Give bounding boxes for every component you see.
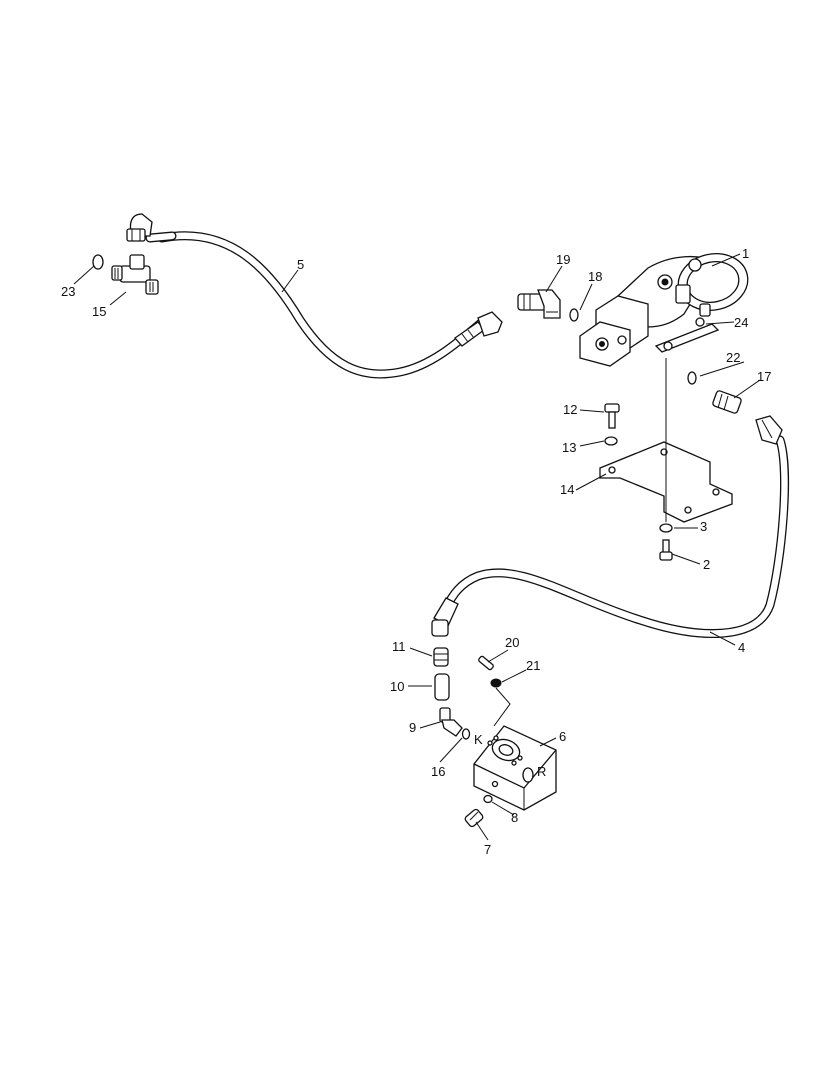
washer-3: [659, 523, 673, 533]
hose-4: [431, 415, 790, 638]
bolt-12: [604, 403, 620, 429]
screw-20: [478, 655, 494, 671]
callout-18: 18: [588, 269, 602, 284]
bolt-2: [659, 539, 673, 561]
callout-8: 8: [511, 810, 518, 825]
pump-motor-assembly-1: [579, 253, 749, 367]
callout-2: 2: [703, 557, 710, 572]
elbow-fitting-19: [517, 289, 561, 319]
callout-15: 15: [92, 304, 106, 319]
callout-10: 10: [390, 679, 404, 694]
o-ring-16: [461, 728, 471, 740]
o-ring-18: [569, 308, 579, 322]
callout-7: 7: [484, 842, 491, 857]
tee-fitting-15: [111, 254, 159, 295]
bracket-24: [695, 317, 705, 327]
fitting-7: [464, 808, 484, 828]
callout-1: 1: [742, 246, 749, 261]
callout-3: 3: [700, 519, 707, 534]
callout-4: 4: [738, 640, 745, 655]
o-ring-8: [483, 794, 493, 804]
callout-17: 17: [757, 369, 771, 384]
valve-block-6: [473, 725, 557, 811]
callout-22: 22: [726, 350, 740, 365]
callout-21: 21: [526, 658, 540, 673]
callout-11: 11: [392, 639, 406, 654]
callout-12: 12: [563, 402, 577, 417]
callout-24: 24: [734, 315, 748, 330]
o-ring-22: [687, 371, 697, 385]
screw-path-line: [493, 687, 511, 727]
callout-16: 16: [431, 764, 445, 779]
leader-lines: [73, 253, 761, 841]
callout-19: 19: [556, 252, 570, 267]
elbow-fitting-9: [439, 707, 463, 737]
o-ring-23: [92, 254, 104, 270]
spacer-10: [434, 673, 450, 701]
callout-23: 23: [61, 284, 75, 299]
hose-5: [126, 213, 503, 379]
connector-17: [712, 390, 742, 414]
callout-14: 14: [560, 482, 574, 497]
nut-21: [490, 678, 502, 688]
callout-9: 9: [409, 720, 416, 735]
callout-13: 13: [562, 440, 576, 455]
fitting-11: [433, 647, 449, 667]
port-label-r: R: [537, 764, 546, 779]
port-label-k: K: [474, 732, 483, 747]
callout-20: 20: [505, 635, 519, 650]
washer-13: [604, 436, 618, 446]
callout-6: 6: [559, 729, 566, 744]
callout-5: 5: [297, 257, 304, 272]
